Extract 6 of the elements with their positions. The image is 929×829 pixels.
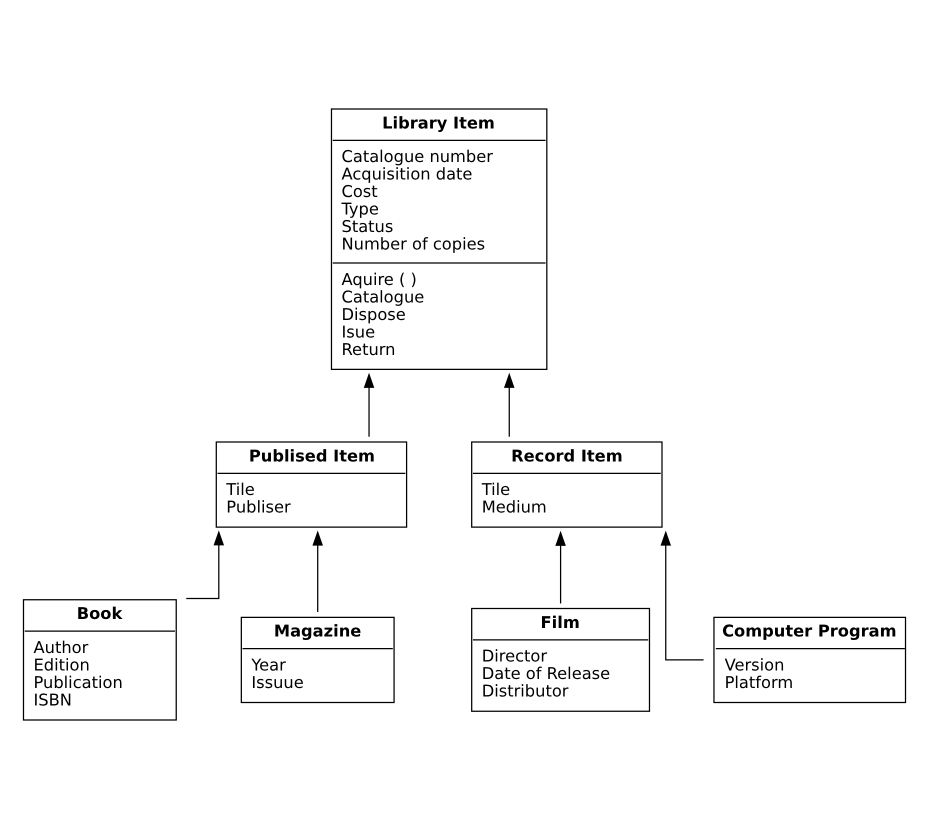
arrow — [504, 372, 515, 437]
arrow — [312, 530, 323, 612]
arrow — [555, 530, 566, 604]
arrow — [364, 372, 374, 437]
arrow — [660, 530, 704, 661]
arrow — [186, 530, 224, 600]
